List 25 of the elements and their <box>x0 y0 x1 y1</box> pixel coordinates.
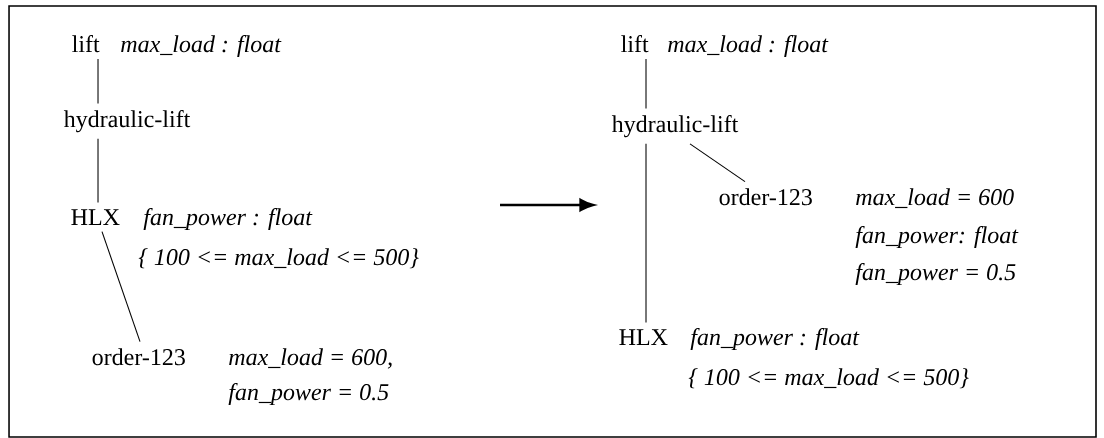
class-name: lift <box>621 35 649 53</box>
attribute-text: fan_power = 0.5 <box>855 263 1016 286</box>
connector-line <box>689 143 746 183</box>
attribute-text: fan_power : float <box>690 328 860 351</box>
attribute-text: { 100 <= max_load <= 500} <box>688 368 969 389</box>
connector-line <box>101 231 141 343</box>
connector-line <box>97 58 99 104</box>
class-name: order-123 <box>719 188 812 206</box>
class-name: hydraulic-lift <box>63 110 191 133</box>
connector-line <box>645 58 647 109</box>
attribute-text: max_load = 600 <box>856 188 1014 209</box>
class-name: lift <box>72 35 100 53</box>
attribute-text: { 100 <= max_load <= 500} <box>138 248 419 269</box>
connector-line <box>645 143 647 324</box>
attribute-text: max_load = 600, <box>229 348 392 369</box>
class-name: hydraulic-lift <box>611 115 739 138</box>
class-name: HLX <box>619 329 668 345</box>
attribute-text: max_load : float <box>121 35 282 58</box>
attribute-text: fan_power : float <box>143 208 313 231</box>
attribute-text: max_load : float <box>668 35 829 58</box>
class-name: HLX <box>71 209 120 225</box>
class-name: order-123 <box>92 348 185 366</box>
connector-line <box>97 138 99 204</box>
attribute-text: fan_power: float <box>855 226 1019 249</box>
attribute-text: fan_power = 0.5 <box>228 383 389 406</box>
